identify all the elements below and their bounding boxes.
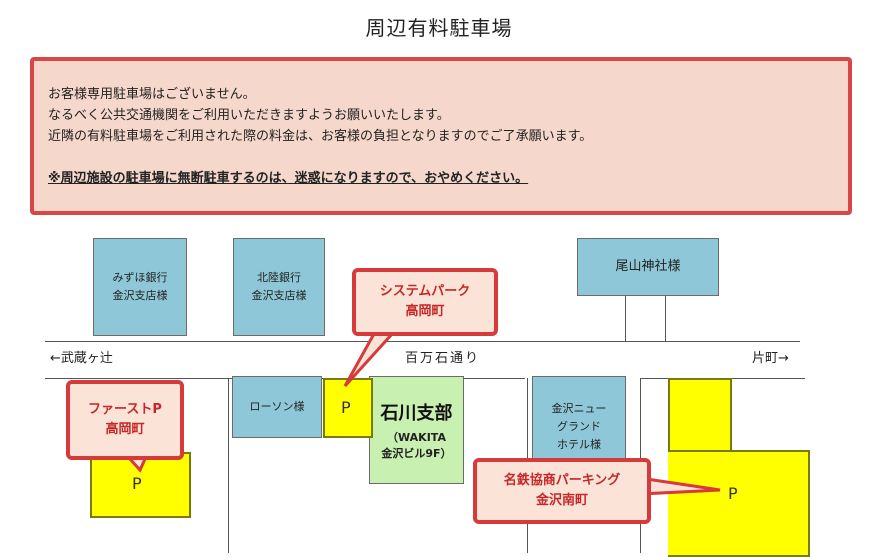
callout-label: 金沢南町 bbox=[535, 493, 588, 508]
notice-warning: ※周辺施設の駐車場に無断駐車するのは、迷惑になりますので、おやめください。 bbox=[48, 171, 529, 186]
building-label: グランド bbox=[557, 420, 601, 433]
callout-label: 高岡町 bbox=[405, 304, 445, 319]
side-street bbox=[625, 288, 626, 341]
callout-label: 名鉄協商パーキング bbox=[503, 473, 621, 488]
callout-label: システムパーク bbox=[379, 284, 471, 299]
notice-line: 近隣の有料駐車場をご利用された際の料金は、お客様の負担となりますのでご了承願いま… bbox=[48, 129, 593, 144]
mizuho-bank-building: みずほ銀行 金沢支店様 bbox=[93, 238, 187, 336]
branch-building-name: （WAKITA bbox=[387, 431, 446, 444]
ishikawa-branch-building: 石川支部 （WAKITA 金沢ビル9F） bbox=[369, 376, 464, 484]
parking-icon: P bbox=[728, 484, 738, 503]
building-label: 金沢支店様 bbox=[251, 289, 307, 302]
callout-label: 高岡町 bbox=[105, 422, 145, 437]
page-title: 周辺有料駐車場 bbox=[365, 16, 513, 40]
road-edge-south bbox=[45, 378, 235, 379]
notice-line: お客様専用駐車場はございません。 bbox=[48, 87, 256, 102]
oyama-shrine-building: 尾山神社様 bbox=[577, 238, 719, 296]
lawson-building: ローソン様 bbox=[232, 376, 322, 438]
callout-pointer bbox=[638, 476, 721, 496]
callout-label: ファーストP bbox=[88, 402, 162, 417]
building-label: みずほ銀行 bbox=[112, 271, 168, 284]
side-street bbox=[228, 378, 229, 553]
parking-icon: P bbox=[132, 474, 142, 493]
callout-meitetsu: 名鉄協商パーキング 金沢南町 bbox=[473, 458, 651, 524]
branch-building-floor: 金沢ビル9F） bbox=[381, 447, 452, 460]
building-label: ローソン様 bbox=[249, 400, 305, 413]
road-label-east: 片町→ bbox=[752, 351, 789, 366]
building-label: 北陸銀行 bbox=[257, 271, 301, 284]
hokuriku-bank-building: 北陸銀行 金沢支店様 bbox=[233, 238, 325, 336]
building-label: 尾山神社様 bbox=[615, 259, 681, 274]
parking-lot-meitetsu: P bbox=[668, 450, 810, 557]
building-label: 金沢支店様 bbox=[112, 289, 168, 302]
callout-first-p: ファーストP 高岡町 bbox=[66, 380, 184, 460]
area-map: ←武蔵ヶ辻 百万石通り 片町→ みずほ銀行 金沢支店様 北陸銀行 金沢支店様 尾… bbox=[0, 228, 878, 557]
building-label: ホテル様 bbox=[557, 438, 601, 451]
callout-system-park: システムパーク 高岡町 bbox=[352, 268, 498, 336]
parking-icon: P bbox=[341, 398, 351, 417]
road-edge-north bbox=[45, 341, 800, 342]
notice-line: なるべく公共交通機関をご利用いただきますようお願いいたします。 bbox=[48, 108, 450, 123]
road-label-main: 百万石通り bbox=[405, 351, 481, 366]
side-street bbox=[665, 288, 666, 341]
notice-box: お客様専用駐車場はございません。 なるべく公共交通機関をご利用いただきますようお… bbox=[30, 57, 852, 215]
road-label-west: ←武蔵ヶ辻 bbox=[50, 351, 113, 366]
building-label: 金沢ニュー bbox=[551, 402, 607, 415]
branch-name: 石川支部 bbox=[380, 403, 453, 424]
